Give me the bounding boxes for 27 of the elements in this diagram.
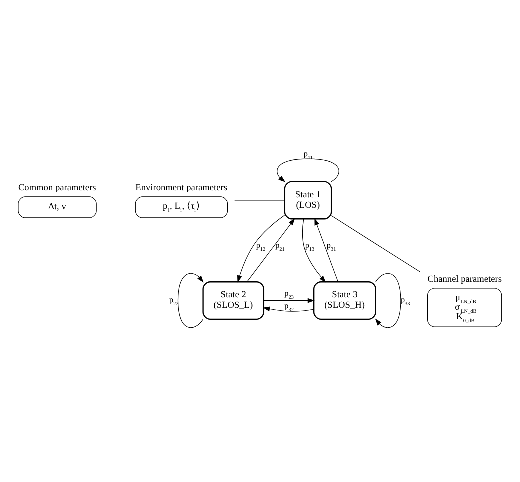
arrow <box>247 218 296 282</box>
node-box: Δt, v <box>18 196 97 218</box>
arrow <box>178 273 204 328</box>
node-label: Environment parameters <box>136 183 228 194</box>
arrow <box>238 215 286 283</box>
node-box: μ$_{LN_dB}$ σ$_{LN_dB}$ K$_{0_dB}$ <box>427 288 502 328</box>
node-label: Channel parameters <box>428 274 502 285</box>
edge-label: p$_{13}$ <box>305 240 315 253</box>
arrow <box>314 218 339 282</box>
edge-label: p$_{12}$ <box>256 240 266 253</box>
edge-label: p$_{23}$ <box>284 289 294 302</box>
edge-label: p$_{21}$ <box>276 240 285 253</box>
node-label: Common parameters <box>18 183 96 194</box>
connector <box>331 216 421 272</box>
edge-label: p$_{32}$ <box>284 301 294 314</box>
node-box: State 1 (LOS) <box>284 181 332 220</box>
arrow <box>264 298 315 304</box>
node-box: p$_{i}$, L$_{i}$, ⟨τ$_{i}$⟩ <box>135 196 228 218</box>
node-box: State 2 (SLOS_L) <box>202 282 265 320</box>
connector <box>234 200 286 201</box>
arrow <box>277 158 340 182</box>
edge-label: p$_{33}$ <box>400 295 410 308</box>
arrow <box>375 273 402 328</box>
arrow <box>263 306 314 312</box>
node-box: State 3 (SLOS_H) <box>314 282 376 320</box>
edge-label: p$_{31}$ <box>326 240 336 253</box>
arrow <box>302 218 326 283</box>
